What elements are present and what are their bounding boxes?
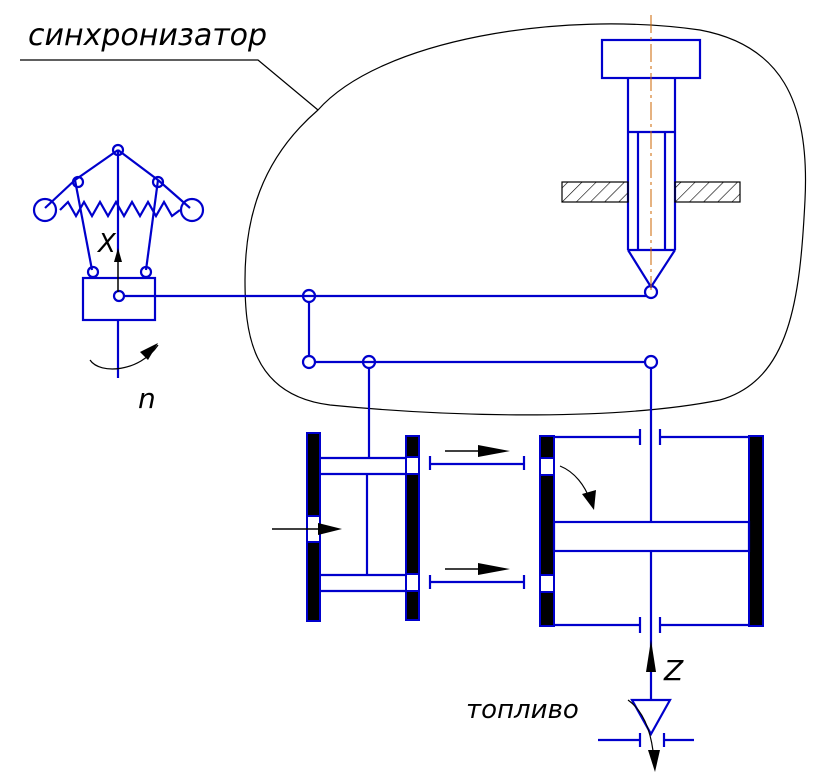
synchronizer-boundary bbox=[244, 23, 807, 416]
lower-flow-arrow-icon bbox=[478, 563, 510, 575]
x-axis-label: X bbox=[96, 229, 117, 259]
fuel-flow-arrow-icon bbox=[648, 750, 660, 772]
inlet-arrow-icon bbox=[318, 523, 342, 535]
linkage bbox=[124, 284, 659, 522]
fuel-label: топливо bbox=[466, 695, 579, 725]
injector-needle bbox=[561, 15, 741, 290]
right-cylinder bbox=[539, 429, 764, 700]
synchronizer-label: синхронизатор bbox=[28, 18, 267, 53]
n-rotation-label: n bbox=[138, 382, 156, 415]
z-arrow-icon bbox=[646, 640, 656, 672]
piston-motion-arrow-icon bbox=[582, 490, 596, 510]
upper-flow-arrow-icon bbox=[478, 445, 510, 457]
z-axis-label: Z bbox=[663, 654, 684, 687]
centrifugal-governor bbox=[32, 143, 205, 378]
rotation-arrowhead-icon bbox=[140, 343, 158, 360]
x-arrow-icon bbox=[114, 248, 122, 262]
fuel-nozzle bbox=[598, 698, 694, 747]
synchronizer-leader-line bbox=[20, 59, 319, 111]
